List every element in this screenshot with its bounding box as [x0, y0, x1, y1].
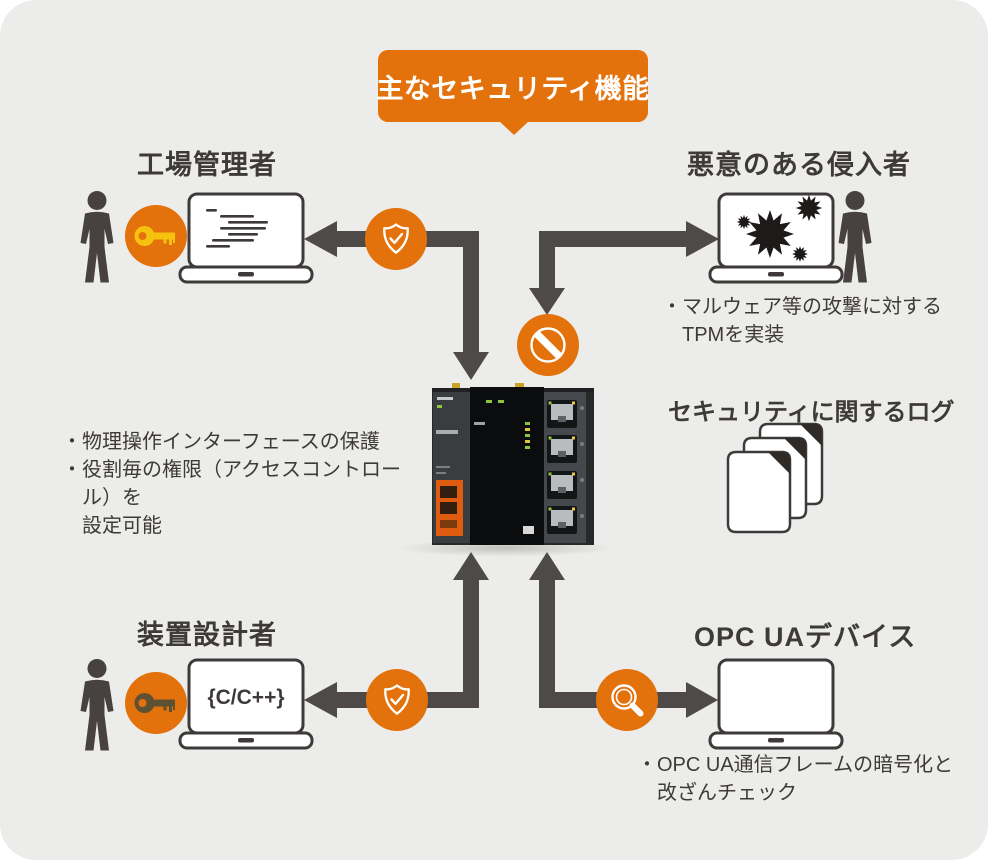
note-line: マルウェア等の攻撃に対する	[682, 296, 942, 318]
title-banner: 主なセキュリティ機能	[376, 50, 650, 122]
arrow-intruder-icon	[529, 221, 719, 315]
led-column	[525, 422, 530, 449]
admin-key-badge	[125, 205, 187, 267]
shield-check-badge-top	[365, 208, 427, 270]
ethernet-port	[547, 435, 577, 463]
code-lines	[206, 209, 268, 248]
magnifier-badge	[596, 669, 658, 731]
bullet: ・	[637, 754, 657, 776]
prohibition-badge	[517, 314, 579, 376]
banner-title: 主なセキュリティ機能	[376, 73, 650, 104]
orange-connector	[436, 480, 463, 536]
document-page	[726, 450, 792, 534]
note-line: 設定可能	[82, 515, 162, 537]
prohibition-icon	[530, 327, 566, 363]
industrial-controller-image	[432, 383, 594, 545]
heading-factory-admin: 工場管理者	[137, 150, 277, 180]
note-line: OPC UA通信フレームの暗号化と	[657, 754, 954, 776]
note-line: 物理操作インターフェースの保護	[82, 431, 380, 453]
designer-key-badge	[125, 672, 187, 734]
left-notes: ・ 物理操作インターフェースの保護 ・ 役割毎の権限（アクセスコントロール）を …	[62, 428, 422, 540]
designer-laptop-icon: {C/C++}	[178, 658, 314, 750]
device-body	[432, 383, 594, 545]
admin-laptop-icon	[178, 192, 314, 284]
note-line: 改ざんチェック	[657, 782, 797, 804]
heading-designer: 装置設計者	[137, 620, 277, 650]
bullet: ・	[662, 296, 682, 318]
designer-person-icon	[80, 659, 114, 751]
intruder-note: ・ マルウェア等の攻撃に対する TPMを実装	[662, 293, 962, 349]
magnifier-icon	[611, 684, 644, 717]
factory-admin-person-icon	[80, 191, 114, 283]
ethernet-port	[547, 506, 577, 534]
banner-pointer-icon	[499, 121, 529, 135]
laptop-screen-text: {C/C++}	[207, 686, 284, 709]
key-icon	[134, 693, 175, 713]
intruder-person-icon	[838, 191, 872, 283]
opcua-laptop-icon	[708, 658, 844, 750]
ethernet-port	[547, 400, 577, 428]
note-line: TPMを実装	[682, 324, 785, 346]
ethernet-port	[547, 471, 577, 499]
shield-check-icon	[383, 223, 409, 254]
opcua-note: ・ OPC UA通信フレームの暗号化と 改ざんチェック	[637, 751, 957, 807]
key-icon	[134, 226, 175, 246]
log-documents-icon	[726, 422, 824, 534]
heading-opcua: OPC UAデバイス	[694, 622, 917, 652]
note-line: 役割毎の権限（アクセスコントロール）を	[82, 459, 401, 509]
bullet: ・	[62, 459, 82, 481]
heading-intruder: 悪意のある侵入者	[687, 150, 911, 180]
heading-security-log: セキュリティに関するログ	[668, 399, 955, 426]
shield-check-badge-bottom	[366, 669, 428, 731]
intruder-laptop-icon	[708, 192, 844, 284]
bullet: ・	[62, 431, 82, 453]
shield-check-icon	[384, 684, 410, 715]
